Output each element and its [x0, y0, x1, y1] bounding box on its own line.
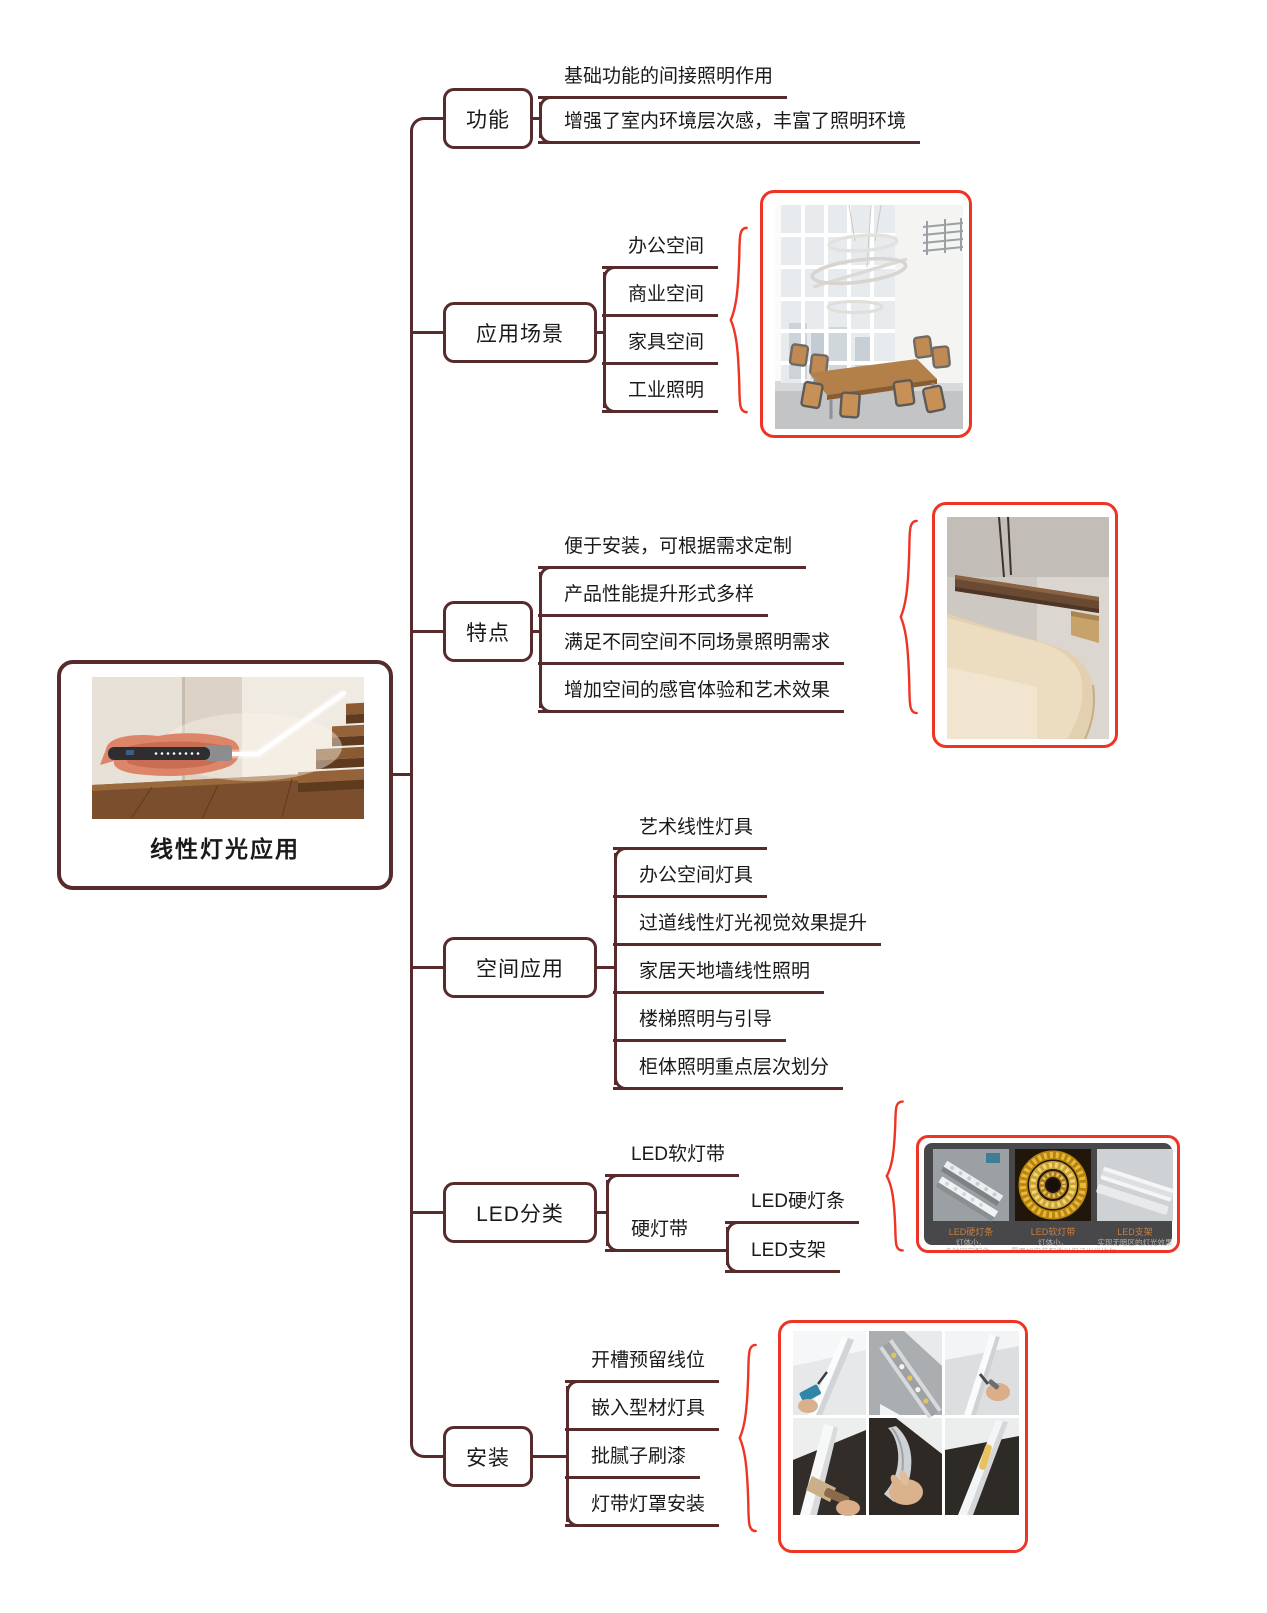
led-caption-bracket: LED支架 实现无暗区的灯光效果	[1093, 1227, 1177, 1247]
leaf-features-3[interactable]: 满足不同空间不同场景照明需求	[538, 630, 845, 665]
connector-stub-scenes	[410, 331, 443, 334]
connector-elbow-top	[410, 117, 444, 135]
leaf-features-2[interactable]: 产品性能提升形式多样	[538, 582, 769, 617]
leaf-led-rigid-strip[interactable]: 硬灯带	[605, 1217, 729, 1252]
leaf-install-1[interactable]: 开槽预留线位	[565, 1348, 720, 1383]
led-figure-panel-strip: LED硬灯条 灯体小， 多种固定配件， 适合不同出光角度 LED软灯带 灯体小，…	[924, 1143, 1175, 1250]
topic-scenes[interactable]: 应用场景	[443, 302, 597, 363]
leaf-scenes-1[interactable]: 办公空间	[602, 234, 719, 269]
features-brace	[898, 519, 920, 720]
leaf-space-4[interactable]: 家居天地墙线性照明	[613, 959, 825, 994]
scenes-figure[interactable]	[760, 190, 972, 438]
root-photo	[92, 677, 364, 819]
topic-led[interactable]: LED分类	[443, 1182, 597, 1243]
leaf-space-6[interactable]: 柜体照明重点层次划分	[613, 1055, 844, 1090]
led-products-photo	[933, 1149, 1175, 1222]
led-caption-title: LED硬灯条	[948, 1227, 994, 1237]
led-caption-title: LED软灯带	[1030, 1227, 1076, 1237]
installation-steps-photo	[784, 1326, 1025, 1550]
connector-stub-space	[410, 966, 443, 969]
connector	[539, 572, 542, 708]
leaf-install-4[interactable]: 灯带灯罩安装	[565, 1492, 720, 1527]
leaf-space-1[interactable]: 艺术线性灯具	[613, 815, 768, 850]
connector	[614, 853, 617, 1085]
leaf-space-3[interactable]: 过道线性灯光视觉效果提升	[613, 911, 882, 946]
scenes-brace	[728, 226, 750, 419]
connector	[603, 272, 606, 408]
office-space-photo	[775, 205, 963, 429]
leaf-led-bracket[interactable]: LED支架	[725, 1238, 840, 1273]
connector-elbow-bottom	[410, 1440, 444, 1458]
leaf-led-rigid-bar[interactable]: LED硬灯条	[725, 1189, 859, 1224]
connector-root-trunk	[390, 773, 413, 776]
topic-install[interactable]: 安装	[443, 1426, 533, 1487]
connector	[594, 331, 605, 334]
root-title: 线性灯光应用	[150, 836, 300, 862]
leaf-scenes-2[interactable]: 商业空间	[602, 282, 719, 317]
leaf-scenes-4[interactable]: 工业照明	[602, 378, 719, 413]
connector	[594, 966, 616, 969]
connector	[594, 1211, 608, 1214]
connector	[606, 1180, 609, 1246]
root-topic[interactable]: 线性灯光应用	[57, 660, 393, 890]
leaf-function-1[interactable]: 基础功能的间接照明作用	[538, 64, 788, 99]
leaf-led-soft-strip[interactable]: LED软灯带	[605, 1142, 739, 1177]
led-figure[interactable]: LED硬灯条 灯体小， 多种固定配件， 适合不同出光角度 LED软灯带 灯体小，…	[916, 1135, 1180, 1253]
leaf-features-4[interactable]: 增加空间的感官体验和艺术效果	[538, 678, 845, 713]
leaf-install-2[interactable]: 嵌入型材灯具	[565, 1396, 720, 1431]
topic-features[interactable]: 特点	[443, 601, 533, 662]
connector-trunk	[410, 133, 413, 1442]
leaf-scenes-3[interactable]: 家具空间	[602, 330, 719, 365]
led-caption-soft-strip: LED软灯带 灯体小， 需要加安装配件以保证出光均匀	[1011, 1227, 1116, 1253]
features-figure[interactable]	[932, 502, 1118, 748]
leaf-function-2[interactable]: 增强了室内环境层次感，丰富了照明环境	[538, 109, 921, 144]
topic-space[interactable]: 空间应用	[443, 937, 597, 998]
led-caption-title: LED支架	[1117, 1227, 1153, 1237]
leaf-space-2[interactable]: 办公空间灯具	[613, 863, 768, 898]
pendant-lamp-photo	[947, 517, 1109, 739]
connector	[531, 117, 541, 120]
connector	[726, 1227, 729, 1265]
install-brace	[737, 1343, 759, 1538]
connector	[539, 102, 542, 138]
connector	[531, 1455, 568, 1458]
staircase-linear-light-illustration	[92, 677, 364, 819]
leaf-features-1[interactable]: 便于安装，可根据需求定制	[538, 534, 807, 569]
led-brace	[884, 1100, 906, 1257]
install-figure[interactable]	[778, 1320, 1028, 1553]
connector	[566, 1386, 569, 1522]
leaf-install-3[interactable]: 批腻子刷漆	[565, 1444, 701, 1479]
connector-stub-led	[410, 1211, 443, 1214]
connector-stub-features	[410, 630, 443, 633]
topic-function[interactable]: 功能	[443, 88, 533, 149]
leaf-space-5[interactable]: 楼梯照明与引导	[613, 1007, 787, 1042]
led-caption-rigid-bar: LED硬灯条 灯体小， 多种固定配件， 适合不同出光角度	[929, 1227, 1013, 1250]
connector	[531, 630, 541, 633]
